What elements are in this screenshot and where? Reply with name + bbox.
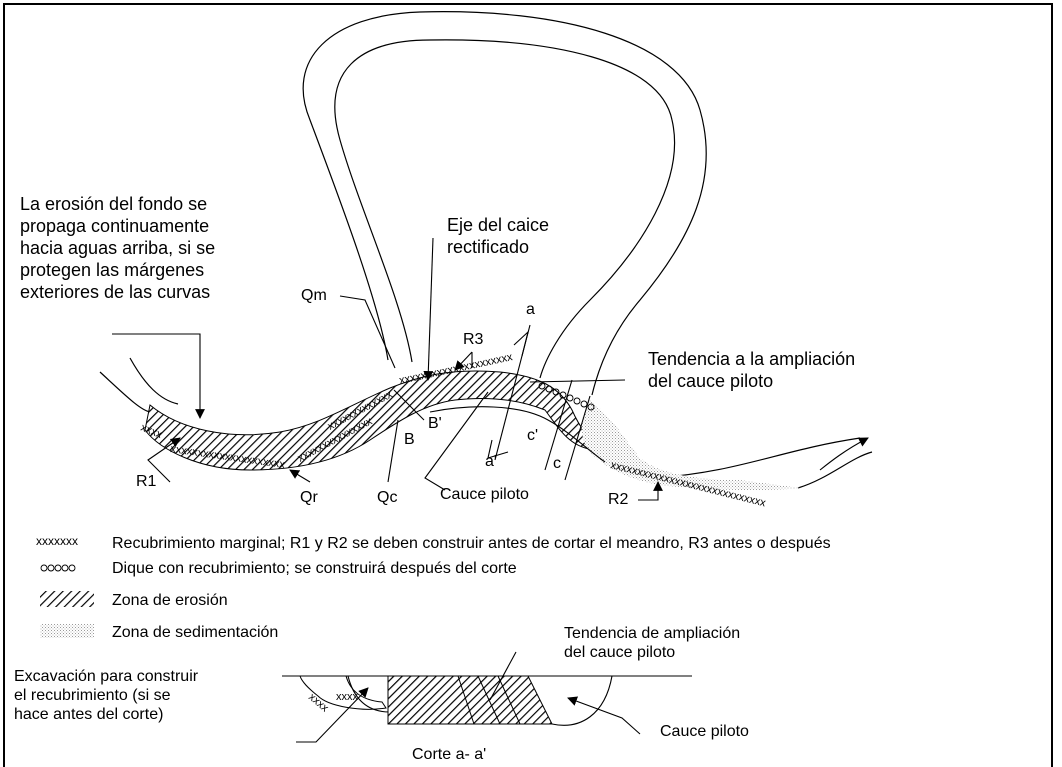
qc-leader xyxy=(387,419,399,483)
section-a-bottom-tick xyxy=(487,439,509,459)
cauce-leader xyxy=(424,391,489,491)
upstream-upper-bank xyxy=(99,371,151,413)
leader-lines xyxy=(112,237,869,501)
cross-section: xxxx xxxx xyxy=(282,651,692,743)
erosion-note-line-3: hacia aguas arriba, si se xyxy=(20,238,216,258)
section-tendency-line-1: Tendencia de ampliación xyxy=(564,625,741,642)
section-revetment-marks-2: xxxx xyxy=(336,691,359,703)
downstream-lower-bank xyxy=(797,451,873,489)
label-r3: R3 xyxy=(463,331,484,348)
section-pilot-channel xyxy=(551,675,613,726)
erosion-note: La erosión del fondo se propaga continua… xyxy=(20,193,215,303)
section-title: Corte a- a' xyxy=(412,746,487,763)
label-qr: Qr xyxy=(300,489,318,506)
tendency-note-line-2: del cauce piloto xyxy=(648,371,774,391)
section-tendency-line-2: del cauce piloto xyxy=(564,644,676,661)
section-excavation-note: Excavación para construir el recubrimien… xyxy=(14,667,198,724)
section-line-c2 xyxy=(564,395,591,481)
section-excavation-line-3: hace antes del corte) xyxy=(14,706,164,723)
legend-symbol-xxx: xxxxxxx xyxy=(36,534,78,548)
section-a-top-tick xyxy=(513,330,529,357)
label-a-prime: a' xyxy=(485,453,497,470)
downstream-upper-bank xyxy=(654,437,861,479)
section-lines xyxy=(393,324,591,481)
section-tendency-leader xyxy=(489,651,517,701)
section-erosion-zone xyxy=(387,675,553,725)
r2-leader xyxy=(638,481,663,501)
r3-arrow xyxy=(454,351,473,371)
flow-arrow xyxy=(819,437,869,471)
tendency-note: Tendencia a la ampliación del cauce pilo… xyxy=(648,348,855,392)
erosion-note-leader xyxy=(112,333,205,419)
legend-symbol-dots xyxy=(40,624,94,638)
axis-note-leader xyxy=(423,237,434,381)
section-excavation-line-1: Excavación para construir xyxy=(14,668,199,685)
label-qm: Qm xyxy=(301,287,327,304)
section-cauce-leader xyxy=(567,696,641,735)
sedimentation-zone xyxy=(581,400,800,491)
label-r2: R2 xyxy=(608,491,629,508)
label-c: c xyxy=(553,455,561,472)
axis-note-line-2: rectificado xyxy=(447,237,530,257)
legend-sedimentation-text: Zona de sedimentación xyxy=(112,624,279,641)
section-revetment-zone xyxy=(299,675,387,710)
section-tendency-note: Tendencia de ampliación del cauce piloto xyxy=(564,624,740,662)
section-hatch-lines xyxy=(457,675,521,725)
tendency-leader xyxy=(529,379,626,383)
label-qc: Qc xyxy=(377,489,398,506)
qm-leader xyxy=(339,295,396,369)
axis-note-line-1: Eje del caice xyxy=(447,215,550,235)
erosion-note-line-1: La erosión del fondo se xyxy=(20,194,208,214)
axis-note: Eje del caice rectificado xyxy=(447,214,549,258)
erosion-note-line-4: protegen las márgenes xyxy=(20,260,205,280)
legend-symbol-circles xyxy=(40,564,76,572)
figure-frame xyxy=(3,3,1053,767)
pilot-channel-bank xyxy=(429,406,606,463)
upstream-outer-bank xyxy=(129,357,179,405)
river-banks xyxy=(99,11,873,489)
legend-revetment-text: Recubrimiento marginal; R1 y R2 se deben… xyxy=(112,535,831,552)
erosion-note-line-5: exteriores de las curvas xyxy=(20,282,211,302)
tendency-note-line-1: Tendencia a la ampliación xyxy=(648,349,856,369)
section-excavation-leader xyxy=(296,687,369,743)
qr-leader xyxy=(289,469,311,483)
meander-inner-bank xyxy=(334,39,676,379)
label-r1: R1 xyxy=(136,473,157,490)
legend-dike-text: Dique con recubrimiento; se construirá d… xyxy=(112,560,517,577)
section-cauce-label: Cauce piloto xyxy=(660,723,749,740)
legend-symbols: xxxxxxx xyxy=(36,534,94,638)
erosion-note-line-2: propaga continuamente xyxy=(20,216,210,236)
section-line-b xyxy=(393,389,425,421)
label-cauce-piloto: Cauce piloto xyxy=(440,486,529,503)
section-line-c xyxy=(544,379,573,471)
label-a: a xyxy=(526,301,535,318)
legend-erosion-text: Zona de erosión xyxy=(112,592,228,609)
legend-symbol-hatch xyxy=(40,591,94,607)
label-b-prime: B' xyxy=(428,415,442,432)
meander-outer-bank xyxy=(302,11,707,396)
section-excavation-line-2: el recubrimiento (si se xyxy=(14,687,171,704)
label-b: B xyxy=(404,431,415,448)
label-c-prime: c' xyxy=(527,427,539,444)
r1-leader xyxy=(147,437,181,483)
